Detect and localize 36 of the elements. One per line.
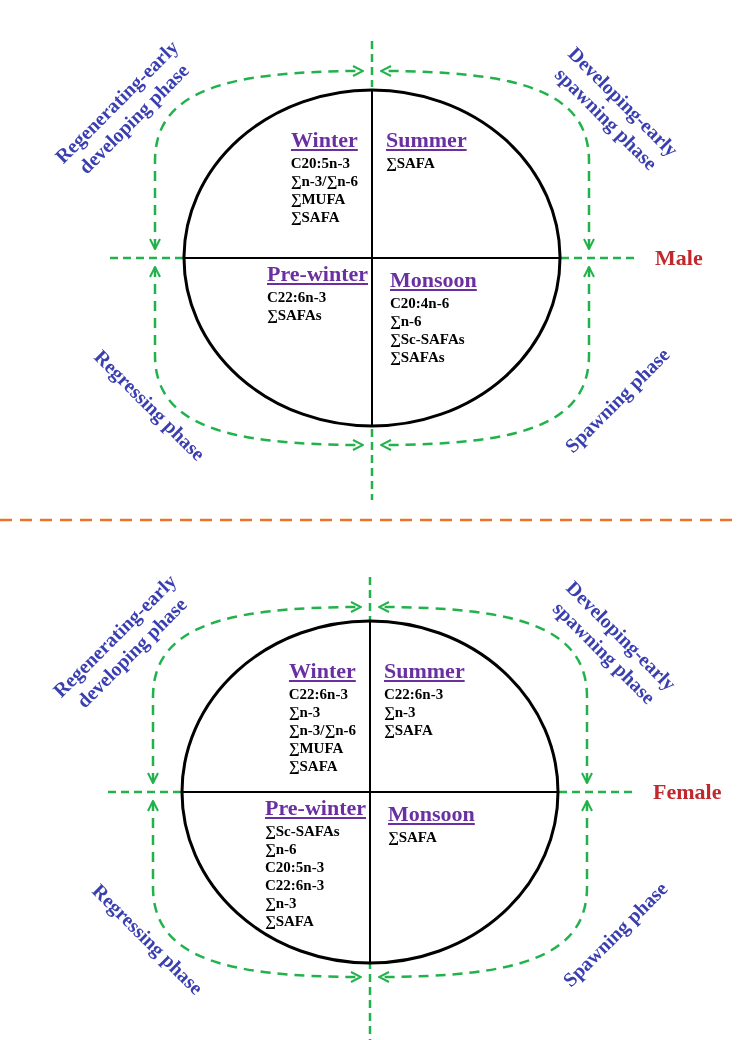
fatty-acid-item: ∑SAFAs	[390, 348, 445, 366]
fatty-acid-item: ∑n-3	[384, 703, 416, 721]
fatty-acid-item: ∑Sc-SAFAs	[390, 330, 465, 348]
sex-label: Male	[655, 245, 703, 271]
fatty-acid-item: ∑n-3/∑n-6	[290, 172, 358, 190]
sex-label: Female	[653, 779, 722, 805]
fatty-acid-item: ∑SAFA	[386, 154, 435, 172]
fatty-acid-item: ∑MUFA	[290, 190, 346, 208]
fatty-acid-item: ∑SAFAs	[267, 306, 322, 324]
fatty-acid-item: ∑n-6	[390, 312, 422, 330]
season-heading: Summer	[384, 657, 465, 685]
season-heading: Winter	[290, 126, 358, 154]
fatty-acid-item: C20:5n-3	[265, 858, 325, 876]
fatty-acid-item: ∑n-3	[265, 894, 297, 912]
season-heading: Pre-winter	[267, 260, 368, 288]
fatty-acid-item: C22:6n-3	[384, 685, 444, 703]
fatty-acid-item: ∑Sc-SAFAs	[265, 822, 340, 840]
season-heading: Winter	[288, 657, 356, 685]
fatty-acid-item: ∑n-3	[288, 703, 321, 721]
fatty-acid-item: ∑n-3/∑n-6	[288, 721, 356, 739]
season-heading: Monsoon	[388, 800, 475, 828]
fatty-acid-item: ∑SAFA	[388, 828, 437, 846]
fatty-acid-item: ∑SAFA	[290, 208, 340, 226]
fatty-acid-item: ∑SAFA	[288, 757, 338, 775]
fatty-acid-item: C20:4n-6	[390, 294, 450, 312]
season-heading: Pre-winter	[265, 794, 366, 822]
fatty-acid-item: ∑SAFA	[384, 721, 433, 739]
fatty-acid-item: C22:6n-3	[267, 288, 327, 306]
fatty-acid-item: C22:6n-3	[265, 876, 325, 894]
fatty-acid-item: ∑MUFA	[288, 739, 344, 757]
season-heading: Monsoon	[390, 266, 477, 294]
fatty-acid-item: ∑SAFA	[265, 912, 314, 930]
season-heading: Summer	[386, 126, 467, 154]
fatty-acid-item: C20:5n-3	[290, 154, 350, 172]
fatty-acid-item: C22:6n-3	[288, 685, 348, 703]
fatty-acid-item: ∑n-6	[265, 840, 297, 858]
